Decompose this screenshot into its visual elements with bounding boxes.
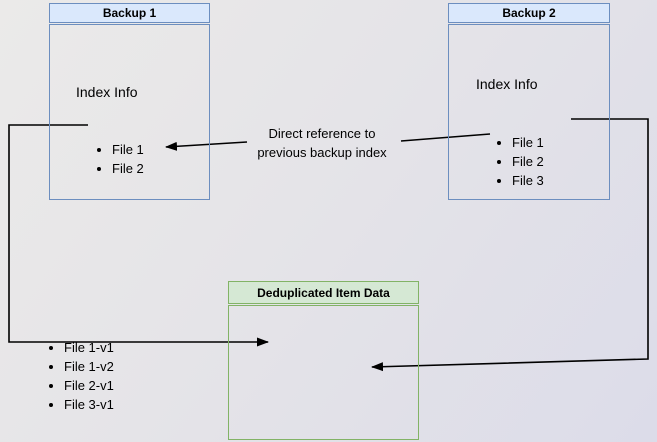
backup2-file3-label: File 3 [512,173,544,188]
backup1-file1-label: File 1 [112,142,144,157]
bullet-icon [497,178,501,183]
dedup-file1v1-label: File 1-v1 [64,340,114,355]
list-item: File 1 [497,133,544,152]
backup1-file2-label: File 2 [112,161,144,176]
list-item: File 2-v1 [49,376,114,395]
backup2-index-info-label: Index Info [476,76,538,92]
backup1-header: Backup 1 [49,3,210,23]
backup2-box: Backup 2 Index Info File 1 File 2 File 3 [448,3,610,200]
bullet-icon [49,364,53,369]
list-item: File 1-v1 [49,338,114,357]
annotation-line2: previous backup index [257,145,387,160]
dedup-box: Deduplicated Item Data [228,281,419,440]
annotation-label: Direct reference to previous backup inde… [232,124,412,162]
list-item: File 3 [497,171,544,190]
backup2-header: Backup 2 [448,3,610,23]
dedup-title: Deduplicated Item Data [257,285,390,300]
dedup-file2v1-label: File 2-v1 [64,378,114,393]
backup1-body: Index Info File 1 File 2 [49,24,210,200]
bullet-icon [49,345,53,350]
annotation-line1: Direct reference to [268,126,376,141]
backup2-body: Index Info File 1 File 2 File 3 [448,24,610,200]
bullet-icon [97,147,101,152]
list-item: File 1-v2 [49,357,114,376]
dedup-file1v2-label: File 1-v2 [64,359,114,374]
backup2-title: Backup 2 [502,6,556,20]
bullet-icon [49,402,53,407]
dedup-header: Deduplicated Item Data [228,281,419,304]
backup1-title: Backup 1 [102,6,157,20]
list-item: File 2 [497,152,544,171]
list-item: File 3-v1 [49,395,114,414]
bullet-icon [497,159,501,164]
backup1-box: Backup 1 Index Info File 1 File 2 [49,3,210,200]
dedup-file-list: File 1-v1 File 1-v2 File 2-v1 File 3-v1 [49,338,114,414]
backup2-file-list: File 1 File 2 File 3 [497,133,544,190]
bullet-icon [49,383,53,388]
backup1-file-list: File 1 File 2 [97,140,144,178]
dedup-file3v1-label: File 3-v1 [64,397,114,412]
backup1-index-info-label: Index Info [76,84,138,100]
bullet-icon [497,140,501,145]
list-item: File 1 [97,140,144,159]
backup2-file1-label: File 1 [512,135,544,150]
dedup-body [228,305,419,440]
bullet-icon [97,166,101,171]
backup2-file2-label: File 2 [512,154,544,169]
list-item: File 2 [97,159,144,178]
